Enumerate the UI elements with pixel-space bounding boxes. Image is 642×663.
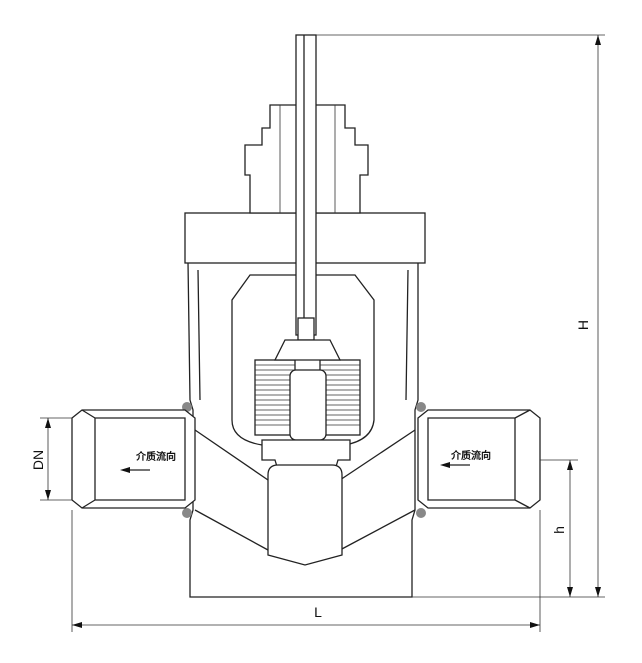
dn-label: DN [30,450,46,470]
left-pipe-end [71,409,196,509]
right-pipe-end [417,409,541,509]
valve-disc [267,464,343,566]
dimension-lines [40,34,605,632]
stem-head [297,317,315,341]
flow-direction-label-right: 介质流向 [450,449,491,462]
height-total-label: H [575,320,591,330]
length-label: L [314,604,322,620]
flow-direction-label-left: 介质流向 [135,450,176,463]
valve-stem [295,34,317,336]
height-center-label: h [551,526,567,534]
seal-rings [182,402,426,518]
bellows [254,339,361,471]
